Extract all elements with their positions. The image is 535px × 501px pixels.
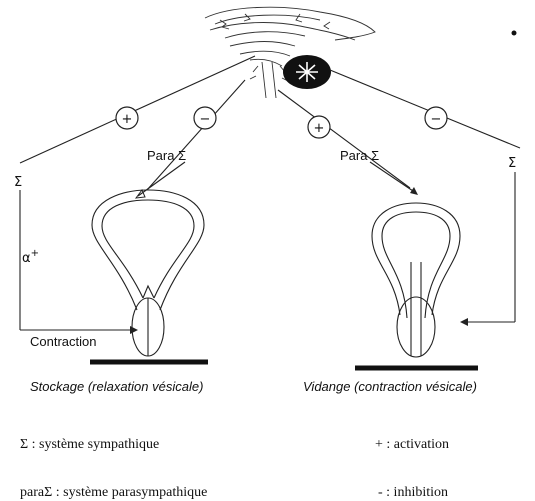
bladder-storage: [90, 190, 208, 362]
activation-sign-left: +: [116, 107, 138, 129]
contraction-label: Contraction: [30, 334, 96, 349]
inhibition-sign-right: −: [425, 107, 447, 129]
brain-illustration: [205, 7, 517, 98]
svg-text:+: +: [122, 112, 133, 127]
nerve-pathways: [20, 56, 520, 334]
sigma-label-right: Σ: [508, 156, 516, 171]
activation-sign-right: +: [308, 116, 330, 138]
svg-text:−: −: [431, 112, 442, 127]
inhibition-sign-left: −: [194, 107, 216, 129]
svg-text:−: −: [200, 112, 211, 127]
alpha-label: α+: [22, 248, 39, 266]
sigma-label-left: Σ: [14, 175, 22, 190]
para-sigma-label-left: Para Σ: [147, 148, 186, 163]
caption-voiding: Vidange (contraction vésicale): [303, 379, 477, 394]
legend-para-sigma: paraΣ : système parasympathique: [20, 485, 207, 500]
legend-inhibition: - : inhibition: [378, 485, 448, 500]
caption-storage: Stockage (relaxation vésicale): [30, 379, 203, 394]
svg-text:+: +: [314, 121, 325, 136]
legend-activation: + : activation: [375, 437, 449, 452]
para-sigma-label-right: Para Σ: [340, 148, 379, 163]
legend: Σ : système sympathique paraΣ : système …: [20, 437, 449, 500]
bladder-voiding: [355, 203, 478, 368]
legend-sigma: Σ : système sympathique: [20, 437, 159, 452]
